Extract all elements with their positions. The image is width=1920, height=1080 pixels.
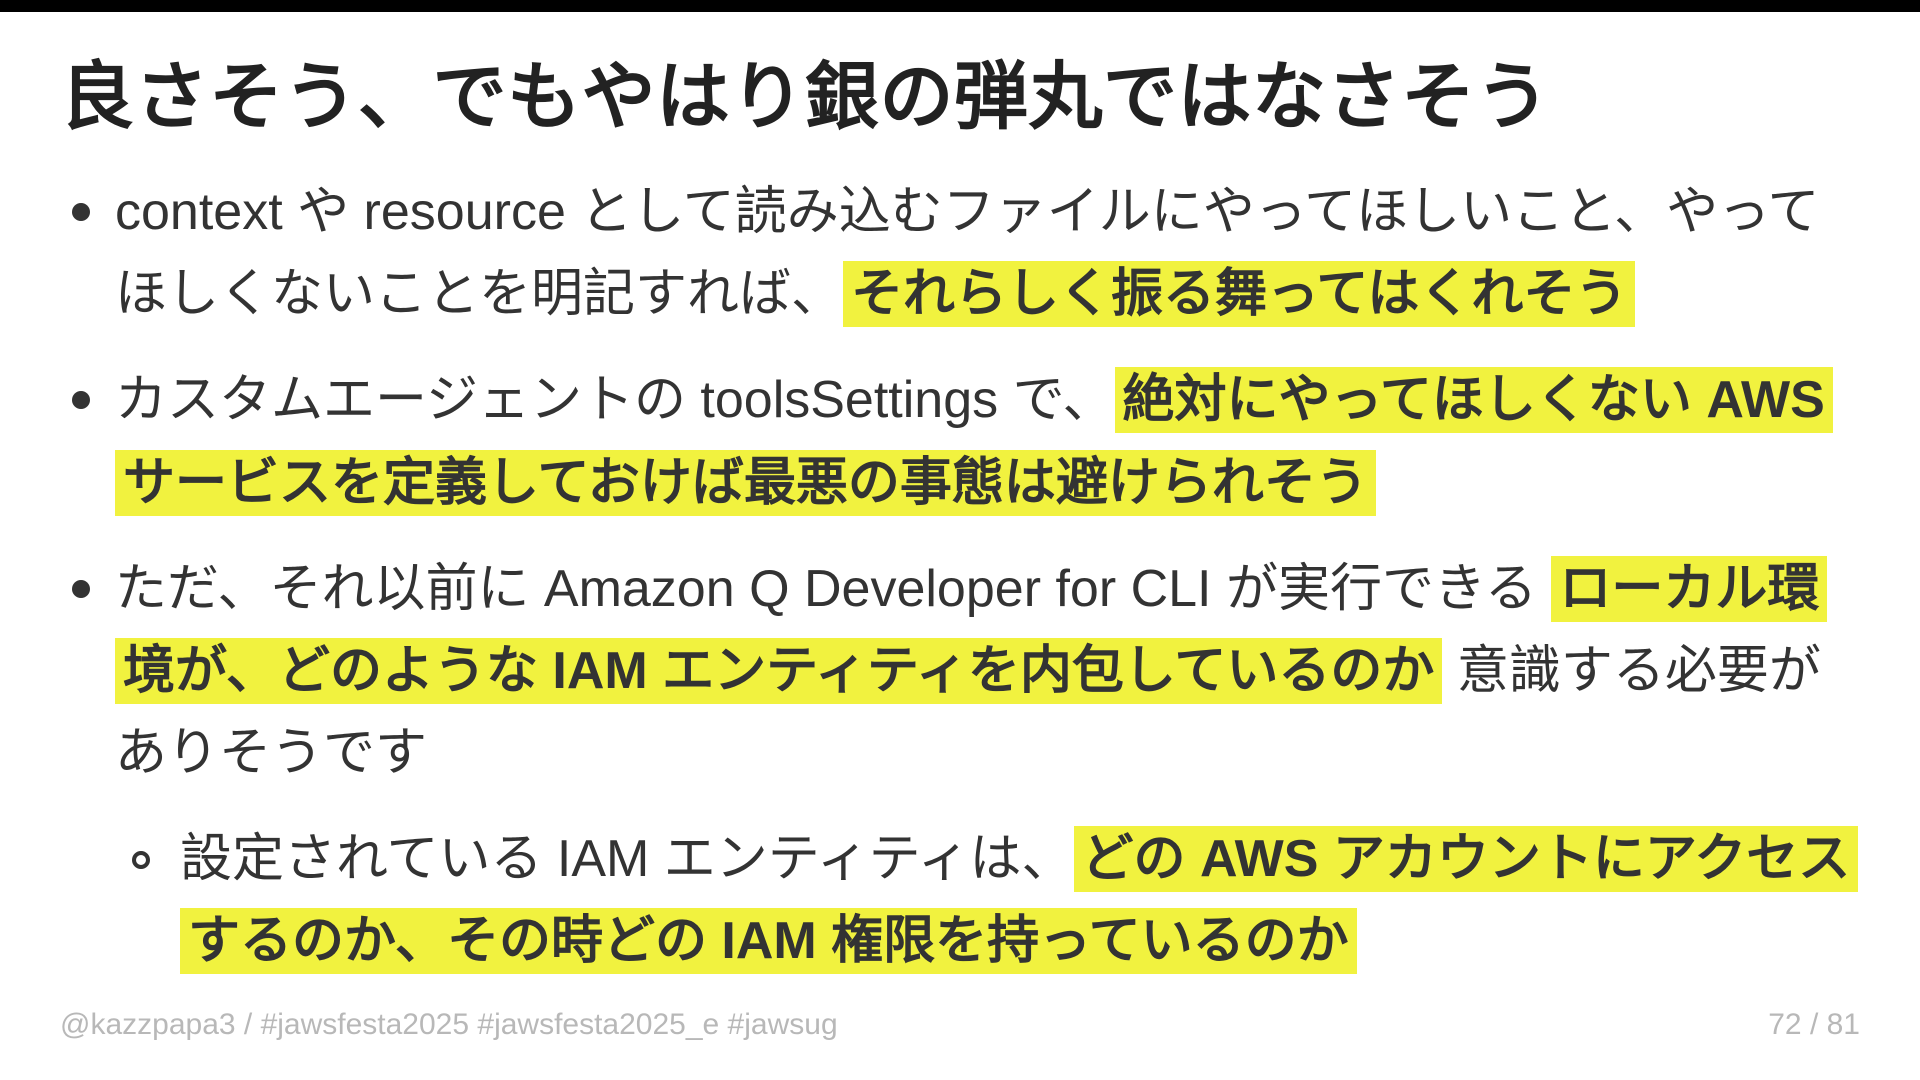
page-counter: 72 / 81 <box>1768 1008 1860 1041</box>
highlighted-text: それらしく振る舞ってはくれそう <box>843 261 1636 328</box>
text-segment: カスタムエージェントの toolsSettings で、 <box>115 371 1115 430</box>
slide-canvas: 良さそう、でもやはり銀の弾丸ではなさそう context や resource … <box>0 12 1920 1080</box>
top-black-bar <box>0 0 1920 12</box>
page-title: 良さそう、でもやはり銀の弾丸ではなさそう <box>60 55 1550 138</box>
list-item: context や resource として読み込むファイルにやってほしいこと、… <box>60 171 1860 335</box>
footer: @kazzpapa3 / #jawsfesta2025 #jawsfesta20… <box>60 1008 1860 1042</box>
text-segment: ただ、それ以前に Amazon Q Developer for CLI が実行で… <box>115 559 1552 618</box>
list-item: 設定されている IAM エンティティは、どの AWS アカウントにアクセスするの… <box>60 818 1860 982</box>
text-segment: 意識する必要がありそうです <box>115 641 1821 783</box>
footer-social-handles: @kazzpapa3 / #jawsfesta2025 #jawsfesta20… <box>60 1008 838 1041</box>
text-segment: context や resource として読み込むファイルにやってほしいこと、… <box>115 183 1820 324</box>
text-segment: 設定されている IAM エンティティは、 <box>180 830 1074 889</box>
list-item: ただ、それ以前に Amazon Q Developer for CLI が実行で… <box>60 548 1860 794</box>
list-item: カスタムエージェントの toolsSettings で、絶対にやってほしくない … <box>60 359 1860 523</box>
bullet-list: context や resource として読み込むファイルにやってほしいこと、… <box>60 171 1860 982</box>
